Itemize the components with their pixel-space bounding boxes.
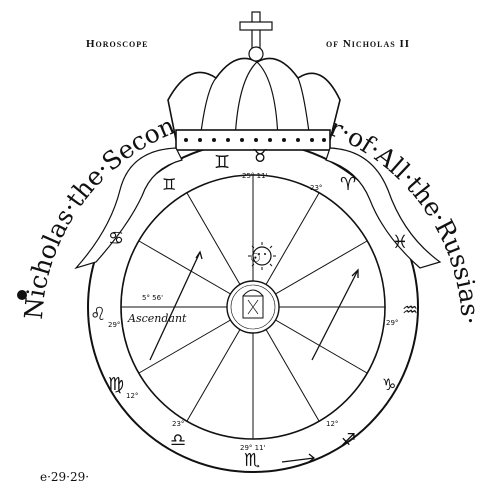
svg-text:29°: 29° xyxy=(108,321,120,329)
sign-top-right-2: ♈ xyxy=(340,174,356,195)
svg-text:12°: 12° xyxy=(326,420,338,428)
svg-text:29° 11': 29° 11' xyxy=(240,444,266,452)
ascendant-label: Ascendant xyxy=(127,312,187,325)
svg-text:23°: 23° xyxy=(310,184,322,192)
left-inscription: Nicholas·the·Second xyxy=(19,105,194,321)
cusp-degrees: 25° 11' 23° 29° 12° 29° 11' 23° 29° 12° xyxy=(108,172,398,452)
svg-text:12°: 12° xyxy=(126,392,138,400)
sign-top: ♊ xyxy=(214,152,230,173)
svg-text:23°: 23° xyxy=(172,420,184,428)
sign-right: ♒ xyxy=(402,300,418,321)
sign-top-left: ♊ xyxy=(162,175,176,194)
header-horoscope: Horoscope xyxy=(86,38,149,50)
center-glyph: ☉ xyxy=(250,251,261,265)
zodiac-signs: ♊ ♉ ♈ ♓ ♒ ♑ ♐ ♏ ♎ ♍ ♌ ♋ ♊ xyxy=(90,146,418,471)
arrow-icon xyxy=(149,250,359,463)
svg-text:25° 11': 25° 11' xyxy=(242,172,268,180)
sign-top-right-1: ♉ xyxy=(252,146,268,167)
sign-bottom: ♏ xyxy=(244,450,260,471)
svg-text:29°: 29° xyxy=(386,319,398,327)
sign-left-lower: ♍ xyxy=(108,374,124,395)
footnote: e·29·29· xyxy=(40,470,90,484)
sign-left-upper: ♋ xyxy=(108,228,124,249)
emblem-icon xyxy=(226,280,280,334)
ribbon-icon xyxy=(74,147,442,270)
sign-right-upper: ♓ xyxy=(392,232,408,253)
sign-right-lower: ♑ xyxy=(382,375,396,394)
header-nicholas: of Nicholas II xyxy=(326,38,411,50)
ascendant-value: 5° 56' xyxy=(142,294,163,302)
sign-left: ♌ xyxy=(90,304,106,325)
sign-bottom-left: ♎ xyxy=(170,430,186,451)
ring-dot xyxy=(17,290,27,300)
sun-face-icon xyxy=(248,242,276,270)
sign-bottom-right: ♐ xyxy=(340,430,356,451)
crown-icon xyxy=(167,11,341,151)
